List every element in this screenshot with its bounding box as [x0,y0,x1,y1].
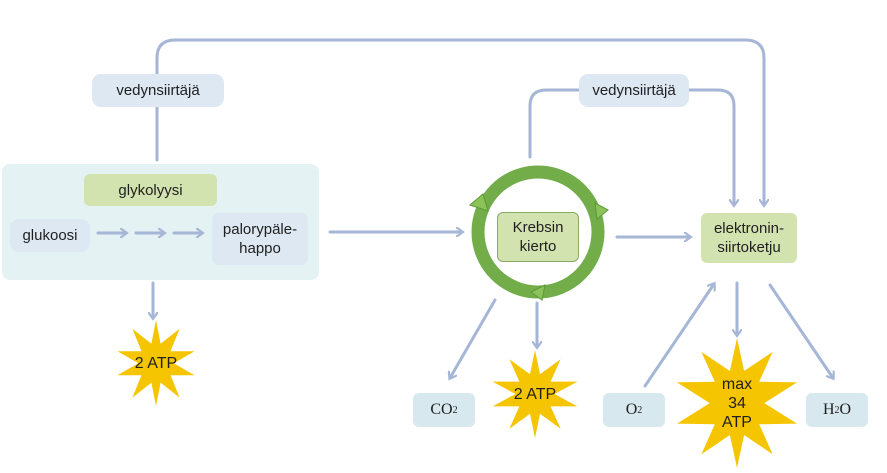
atp-krebs-label: 2 ATP [513,385,557,403]
etc-line2: siirtoketju [717,239,781,256]
h2o-subscript: 2 [834,404,840,416]
co2-base: CO [430,401,453,418]
glycolysis-label: glykolyysi [84,174,217,206]
krebs-co2-arrow [450,298,497,378]
atp-glycolysis-label: 2 ATP [134,354,178,372]
electron-transport-chain-label: elektronin- siirtoketju [701,213,797,263]
atp-etc-label: max 34 ATP [707,373,767,433]
hydrogen-carrier-krebs-label: vedynsiirtäjä [579,74,689,107]
carrier-loop-top [155,38,764,205]
h2o-part1: H [822,401,835,418]
o2-base: O [625,401,638,418]
atp-etc-line2: 34 [728,394,746,412]
atp-star-glycolysis [117,320,195,406]
hydrogen-carrier-top-label: vedynsiirtäjä [92,74,224,107]
krebs-cycle-ring [468,165,609,301]
o2-subscript: 2 [637,404,643,416]
krebs-cycle-label: Krebsin kierto [497,212,579,262]
glucose-label: glukoosi [10,219,90,252]
h2o-part2: O [839,401,852,418]
atp-etc-line1: max [721,375,753,393]
etc-h2o-arrow [768,283,833,378]
atp-star-etc [677,338,797,468]
krebs-cycle-line2: kierto [519,238,557,255]
co2-subscript: 2 [452,404,458,416]
atp-etc-line3: ATP [722,413,752,431]
pyruvic-acid-label: palorypäle- happo [212,213,308,265]
krebs-cycle-line1: Krebsin [512,219,564,236]
atp-star-krebs [492,350,578,438]
etc-line1: elektronin- [713,220,785,237]
pyruvic-acid-line2: happo [239,240,281,257]
carrier-loop-krebs [528,88,734,205]
o2-to-etc-arrow [643,284,714,388]
pyruvic-acid-line1: palorypäle- [222,221,298,238]
